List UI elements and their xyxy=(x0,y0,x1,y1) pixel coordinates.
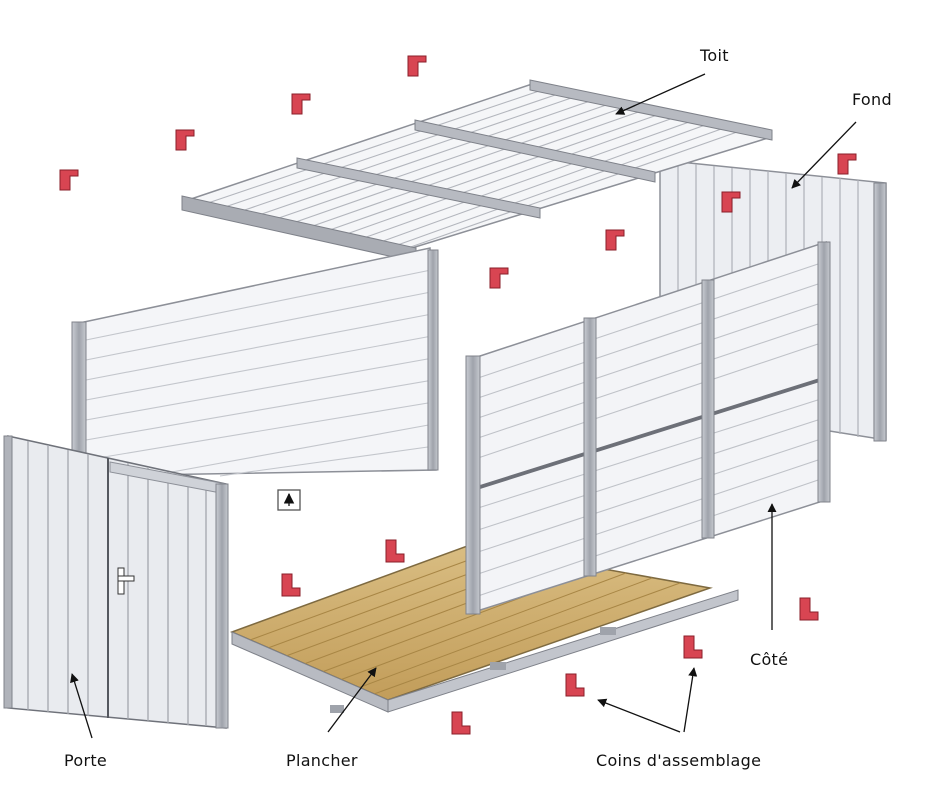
corner-bracket-icon xyxy=(837,153,857,175)
corner-bracket-icon xyxy=(175,129,195,151)
corner-bracket-icon xyxy=(451,711,471,735)
leader-arrows xyxy=(70,73,857,739)
arrow-icon xyxy=(615,73,706,115)
corner-bracket-icon xyxy=(291,93,311,115)
corner-bracket-icon xyxy=(799,597,819,621)
door-panel xyxy=(3,435,229,729)
corner-bracket-icon xyxy=(565,673,585,697)
corner-bracket-icon xyxy=(59,169,79,191)
corner-bracket-icon xyxy=(407,55,427,77)
label-corners: Coins d'assemblage xyxy=(596,751,762,770)
door-handle-icon xyxy=(117,567,135,595)
corner-bracket-icon xyxy=(385,539,405,563)
label-back: Fond xyxy=(852,90,892,109)
corner-bracket-icon xyxy=(605,229,625,251)
corner-bracket-icon xyxy=(721,191,741,213)
right-side-wall xyxy=(465,240,831,615)
label-door: Porte xyxy=(64,751,108,770)
corner-brackets xyxy=(59,55,857,735)
roof-panel xyxy=(181,79,773,263)
label-floor: Plancher xyxy=(286,751,358,770)
floor-panel xyxy=(229,544,739,713)
arrow-icon xyxy=(70,673,93,739)
arrow-icon xyxy=(327,667,377,733)
label-roof: Toit xyxy=(700,46,729,65)
corner-bracket-icon xyxy=(281,573,301,597)
arrow-icon xyxy=(791,121,857,189)
arrow-icon xyxy=(597,698,681,733)
arrow-icon xyxy=(683,667,698,733)
corner-bracket-icon xyxy=(489,267,509,289)
left-side-wall xyxy=(71,247,439,511)
corner-bracket-icon xyxy=(683,635,703,659)
label-side: Côté xyxy=(750,650,789,669)
